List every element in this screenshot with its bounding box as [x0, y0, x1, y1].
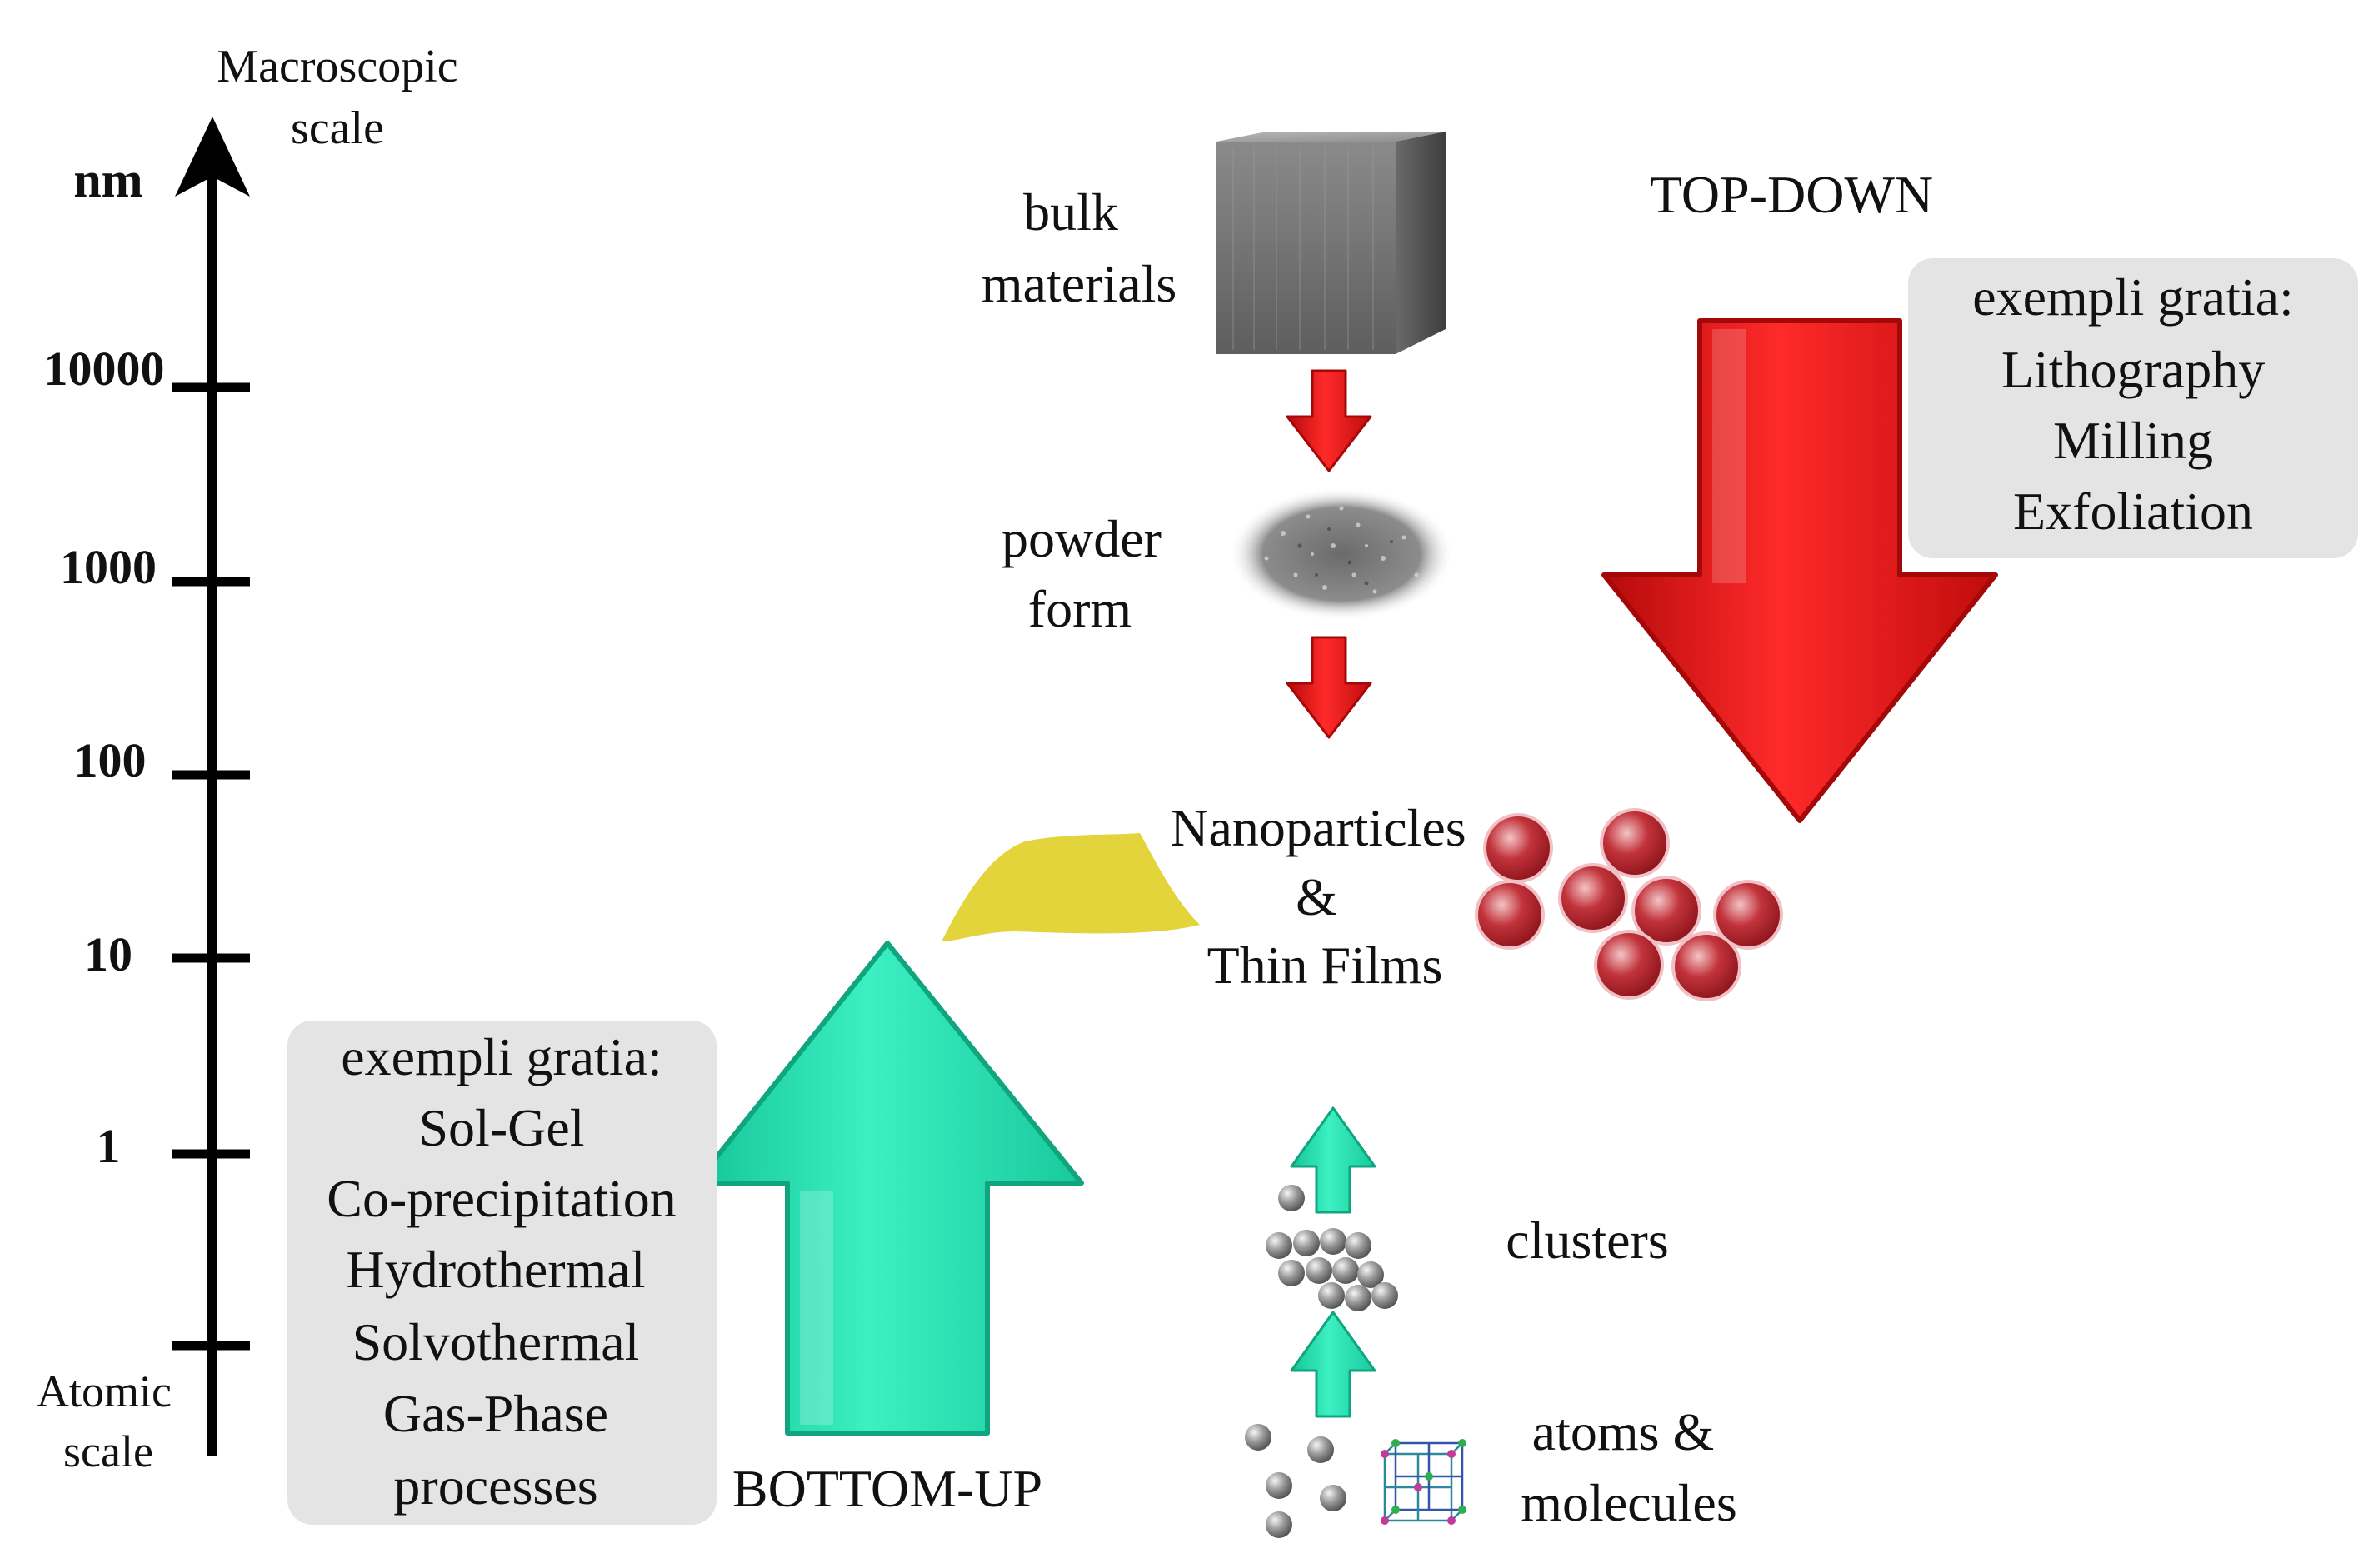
axis-tick: 1000: [60, 540, 250, 594]
nanoparticle: [1631, 876, 1701, 946]
axis-tick: 10: [84, 927, 250, 981]
powder-image: [1229, 487, 1454, 621]
nano-label-line3: Thin Films: [1207, 936, 1443, 995]
tick-label: 10000: [44, 342, 165, 396]
tick-label: 1: [97, 1119, 121, 1173]
scale-axis: Macroscopic scale nm 10000 1000 100 10 1…: [37, 41, 458, 1476]
atoms-label-line1: atoms &: [1532, 1402, 1715, 1461]
tick-label: 10: [84, 927, 132, 981]
molecule-lattice-icon: [1381, 1439, 1466, 1525]
small-teal-arrow: [1290, 1106, 1376, 1214]
nano-label-line1: Nanoparticles: [1170, 798, 1466, 857]
bulk-material-cube: [1216, 132, 1446, 354]
nanoparticle: [1558, 863, 1628, 933]
cluster-spheres: [1266, 1185, 1398, 1311]
tick-label: 100: [74, 733, 147, 787]
bottom-up-example-item: Gas-Phase: [383, 1384, 608, 1443]
nanoparticle-cluster: [1475, 808, 1783, 1001]
top-down-title: TOP-DOWN: [1650, 165, 1933, 224]
top-down-arrow: [1601, 318, 1998, 823]
top-down-example-item: Milling: [2053, 411, 2213, 470]
axis-tick: 10000: [44, 342, 250, 396]
small-teal-arrow: [1290, 1311, 1376, 1418]
nanoparticle: [1671, 931, 1741, 1001]
bottom-up-arrow: [693, 941, 1084, 1436]
clusters-label: clusters: [1506, 1211, 1669, 1270]
bulk-label-line1: bulk: [1023, 182, 1118, 242]
top-down-examples-box: [1908, 258, 2358, 558]
small-red-arrow: [1286, 636, 1372, 739]
tick-label: 1000: [60, 540, 157, 594]
top-down-section: TOP-DOWN exempli gratia: Lithography Mil…: [1601, 165, 2358, 823]
nanoparticle: [1713, 880, 1783, 950]
axis-arrowhead: [175, 117, 250, 197]
axis-tick: 1: [97, 1119, 250, 1173]
bottom-up-title: BOTTOM-UP: [732, 1459, 1042, 1518]
bottom-up-examples-heading: exempli gratia:: [341, 1027, 662, 1086]
bottom-up-example-item: Hydrothermal: [347, 1240, 646, 1299]
bottom-up-examples-box: [287, 1021, 717, 1525]
powder-label-line1: powder: [1002, 509, 1162, 568]
atoms-label-line2: molecules: [1521, 1473, 1736, 1532]
top-down-example-item: Exfoliation: [2013, 482, 2253, 541]
atom-spheres: [1245, 1424, 1346, 1538]
axis-unit-label: nm: [73, 152, 142, 207]
nanoparticle: [1483, 813, 1553, 883]
bottom-up-example-item: Co-precipitation: [327, 1169, 676, 1228]
axis-tick: 100: [74, 733, 250, 787]
axis-bottom-label-line1: Atomic: [37, 1366, 172, 1416]
axis-top-label-line2: scale: [291, 102, 384, 154]
small-red-arrow: [1286, 369, 1372, 472]
bulk-label-line2: materials: [982, 254, 1177, 313]
axis-bottom-label-line2: scale: [63, 1426, 153, 1476]
bottom-up-example-item: Sol-Gel: [418, 1098, 584, 1157]
top-down-examples-heading: exempli gratia:: [1972, 267, 2294, 327]
thin-film-shape: [942, 833, 1200, 941]
nanoparticle: [1600, 808, 1670, 878]
nanoparticle: [1475, 880, 1545, 950]
top-down-example-item: Lithography: [2001, 340, 2265, 399]
powder-label-line2: form: [1028, 579, 1132, 638]
axis-top-label-line1: Macroscopic: [217, 41, 457, 92]
bottom-up-section: BOTTOM-UP exempli gratia: Sol-Gel Co-pre…: [287, 941, 1084, 1525]
nano-label-line2: &: [1296, 867, 1337, 926]
nanoparticle: [1594, 930, 1664, 1000]
bottom-up-example-item: Solvothermal: [352, 1312, 640, 1371]
bottom-up-example-item: processes: [393, 1456, 597, 1516]
